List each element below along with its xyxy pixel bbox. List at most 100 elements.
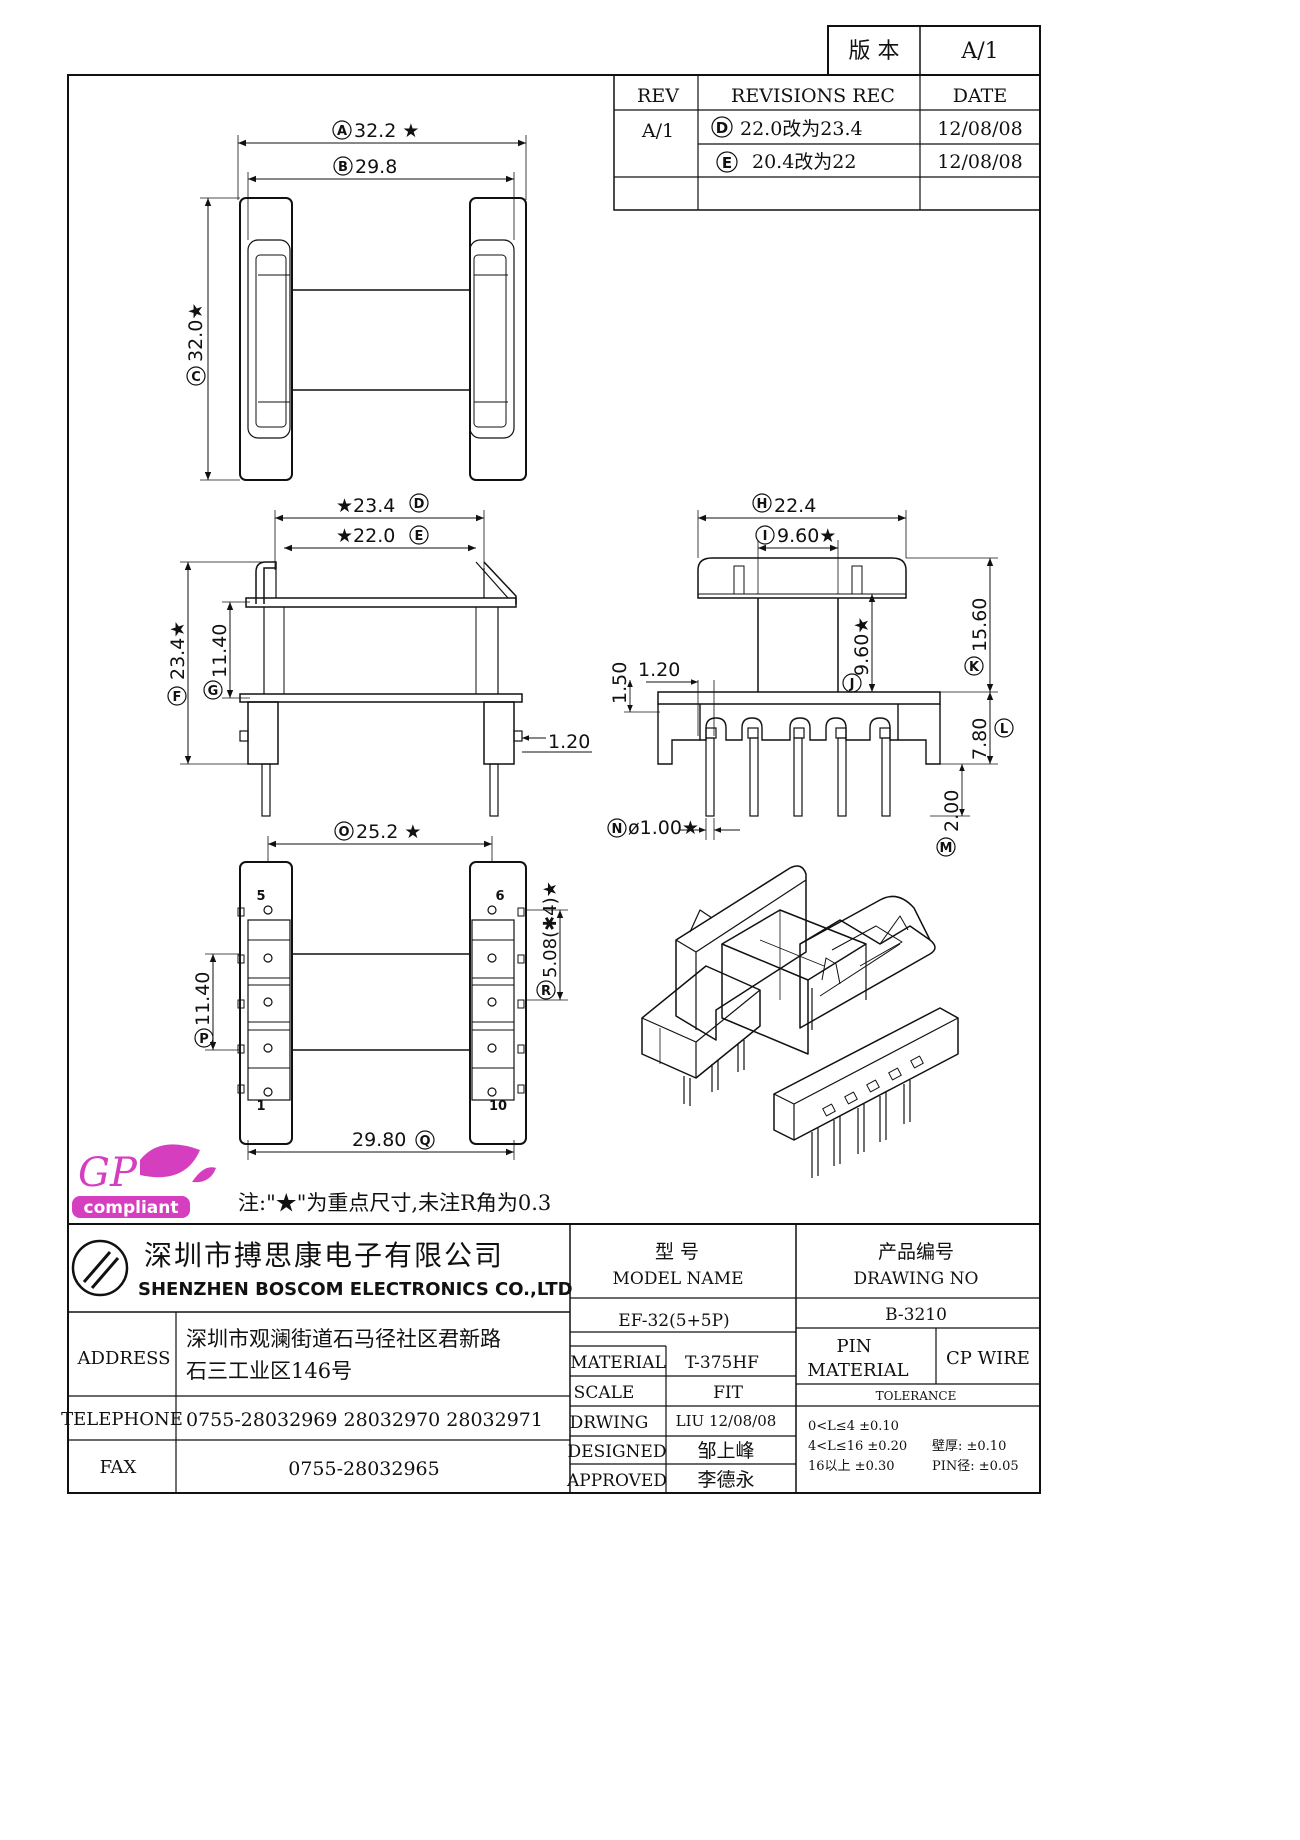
dim-b: 29.8 bbox=[355, 156, 397, 178]
dim-o: 25.2 ★ bbox=[356, 821, 421, 843]
svg-text:N: N bbox=[612, 822, 623, 837]
rev-row2-text: 20.4改为22 bbox=[752, 151, 856, 173]
dim-r: 5.08(✱4)★ bbox=[540, 881, 561, 978]
svg-text:M: M bbox=[940, 841, 953, 856]
isometric-view bbox=[641, 865, 959, 1178]
revision-table: REV REVISIONS REC DATE A/1 D 22.0改为23.4 … bbox=[613, 74, 1041, 211]
outer-frame bbox=[67, 74, 1041, 1494]
dim-i: 9.60★ bbox=[777, 525, 836, 547]
dim-n: ø1.00★ bbox=[628, 817, 699, 839]
drawing-no-label-cn: 产品编号 bbox=[878, 1241, 954, 1263]
tolerance-title: TOLERANCE bbox=[876, 1389, 957, 1403]
pin-10-label: 10 bbox=[489, 1099, 507, 1114]
dim-150: 1.50 bbox=[609, 662, 631, 704]
fax-value: 0755-28032965 bbox=[288, 1458, 439, 1480]
company-name-en: SHENZHEN BOSCOM ELECTRONICS CO.,LTD bbox=[138, 1279, 573, 1300]
technical-drawing: 版 本 A/1 REV REVISIONS REC DATE A/1 D 22.… bbox=[61, 25, 1041, 1494]
drawing-no-value: B-3210 bbox=[885, 1305, 947, 1325]
rev-row1-date: 12/08/08 bbox=[937, 118, 1022, 140]
title-block: 深圳市搏思康电子有限公司 SHENZHEN BOSCOM ELECTRONICS… bbox=[61, 1223, 1040, 1493]
dim-c: 32.0★ bbox=[185, 303, 207, 362]
dim-j: 9.60★ bbox=[851, 617, 873, 676]
svg-text:I: I bbox=[763, 529, 768, 544]
rev-row1-text: 22.0改为23.4 bbox=[740, 118, 863, 140]
gp-compliant-logo: GP compliant bbox=[72, 1144, 216, 1218]
pin-material-label2: MATERIAL bbox=[807, 1360, 908, 1381]
dim-l: 7.80 bbox=[969, 718, 991, 760]
version-box: 版 本 A/1 bbox=[827, 25, 1041, 76]
svg-text:R: R bbox=[541, 984, 551, 999]
designed-label: DESIGNED bbox=[568, 1442, 667, 1462]
rev-row2-date: 12/08/08 bbox=[937, 151, 1022, 173]
company-name-cn: 深圳市搏思康电子有限公司 bbox=[144, 1239, 504, 1272]
telephone-value: 0755-28032969 28032970 28032971 bbox=[186, 1409, 543, 1431]
revisions-rec-header: REVISIONS REC bbox=[731, 85, 895, 107]
gp-logo-text: GP bbox=[78, 1150, 138, 1196]
svg-text:L: L bbox=[1000, 722, 1008, 737]
drwing-label: DRWING bbox=[570, 1413, 649, 1433]
drawing-no-label-en: DRAWING NO bbox=[854, 1269, 979, 1289]
address-line2: 石三工业区146号 bbox=[186, 1359, 352, 1383]
rev-header: REV bbox=[637, 85, 679, 107]
pin-material-label1: PIN bbox=[837, 1336, 872, 1357]
scale-label: SCALE bbox=[574, 1383, 635, 1403]
leaf-icon bbox=[140, 1144, 200, 1178]
address-line1: 深圳市观澜街道石马径社区君新路 bbox=[186, 1327, 501, 1351]
dim-120-pin: 1.20 bbox=[638, 659, 680, 681]
dim-e: ★22.0 bbox=[336, 525, 395, 547]
svg-text:K: K bbox=[969, 660, 980, 675]
pin-5-label: 5 bbox=[256, 889, 265, 904]
pin-6-label: 6 bbox=[495, 889, 504, 904]
version-label: 版 本 bbox=[849, 39, 900, 64]
tolerance-row2: 4<L≤16 ±0.20 bbox=[808, 1439, 907, 1454]
rev-mark-d: D bbox=[716, 119, 728, 137]
dim-h: 22.4 bbox=[774, 495, 816, 517]
material-value: T-375HF bbox=[685, 1353, 759, 1373]
dim-q: 29.80 bbox=[352, 1129, 406, 1151]
rev-value: A/1 bbox=[641, 120, 674, 142]
dim-f: 23.4★ bbox=[167, 621, 189, 680]
svg-text:A: A bbox=[337, 124, 347, 139]
approved-value: 李德永 bbox=[697, 1469, 754, 1491]
pin-material-value: CP WIRE bbox=[946, 1348, 1030, 1369]
rev-mark-e: E bbox=[722, 154, 732, 172]
tolerance-pin: PIN径: ±0.05 bbox=[932, 1459, 1019, 1474]
drawing-note: 注:"★"为重点尺寸,未注R角为0.3 bbox=[238, 1191, 551, 1215]
dim-p: 11.40 bbox=[192, 972, 214, 1026]
dim-a: 32.2 ★ bbox=[354, 120, 419, 142]
svg-text:F: F bbox=[173, 690, 182, 705]
tolerance-row1: 0<L≤4 ±0.10 bbox=[808, 1419, 899, 1434]
model-label-en: MODEL NAME bbox=[612, 1269, 743, 1289]
dim-d: ★23.4 bbox=[336, 495, 395, 517]
pin-1-label: 1 bbox=[256, 1099, 265, 1114]
svg-text:B: B bbox=[338, 160, 348, 175]
svg-text:O: O bbox=[338, 825, 349, 840]
bottom-view: O 25.2 ★ 5 1 bbox=[192, 821, 568, 1160]
designed-value: 邹上峰 bbox=[697, 1440, 754, 1462]
svg-text:Q: Q bbox=[419, 1134, 430, 1149]
svg-text:D: D bbox=[414, 497, 425, 512]
svg-text:P: P bbox=[199, 1032, 209, 1047]
svg-text:G: G bbox=[208, 684, 219, 699]
dim-m: 2.00 bbox=[941, 790, 963, 832]
tolerance-wall: 壁厚: ±0.10 bbox=[932, 1439, 1006, 1454]
model-label-cn: 型 号 bbox=[655, 1241, 699, 1263]
compliant-label: compliant bbox=[84, 1198, 179, 1218]
date-header: DATE bbox=[953, 85, 1007, 107]
svg-text:C: C bbox=[191, 370, 201, 385]
telephone-label: TELEPHONE bbox=[61, 1409, 183, 1430]
boscom-logo-icon bbox=[71, 1239, 129, 1297]
version-value: A/1 bbox=[960, 39, 998, 64]
approved-label: APPROVED bbox=[566, 1471, 667, 1491]
scale-value: FIT bbox=[713, 1383, 744, 1403]
svg-text:E: E bbox=[415, 529, 424, 544]
svg-text:J: J bbox=[849, 677, 855, 692]
drwing-value: LIU 12/08/08 bbox=[676, 1412, 777, 1430]
dim-g: 11.40 bbox=[209, 624, 231, 678]
top-view: A 32.2 ★ B 29.8 C 32.0★ bbox=[185, 120, 527, 481]
fax-label: FAX bbox=[100, 1457, 137, 1478]
tolerance-row3: 16以上 ±0.30 bbox=[808, 1459, 895, 1474]
model-value: EF-32(5+5P) bbox=[618, 1311, 729, 1331]
address-label: ADDRESS bbox=[77, 1348, 171, 1369]
dim-120-side: 1.20 bbox=[548, 731, 590, 753]
